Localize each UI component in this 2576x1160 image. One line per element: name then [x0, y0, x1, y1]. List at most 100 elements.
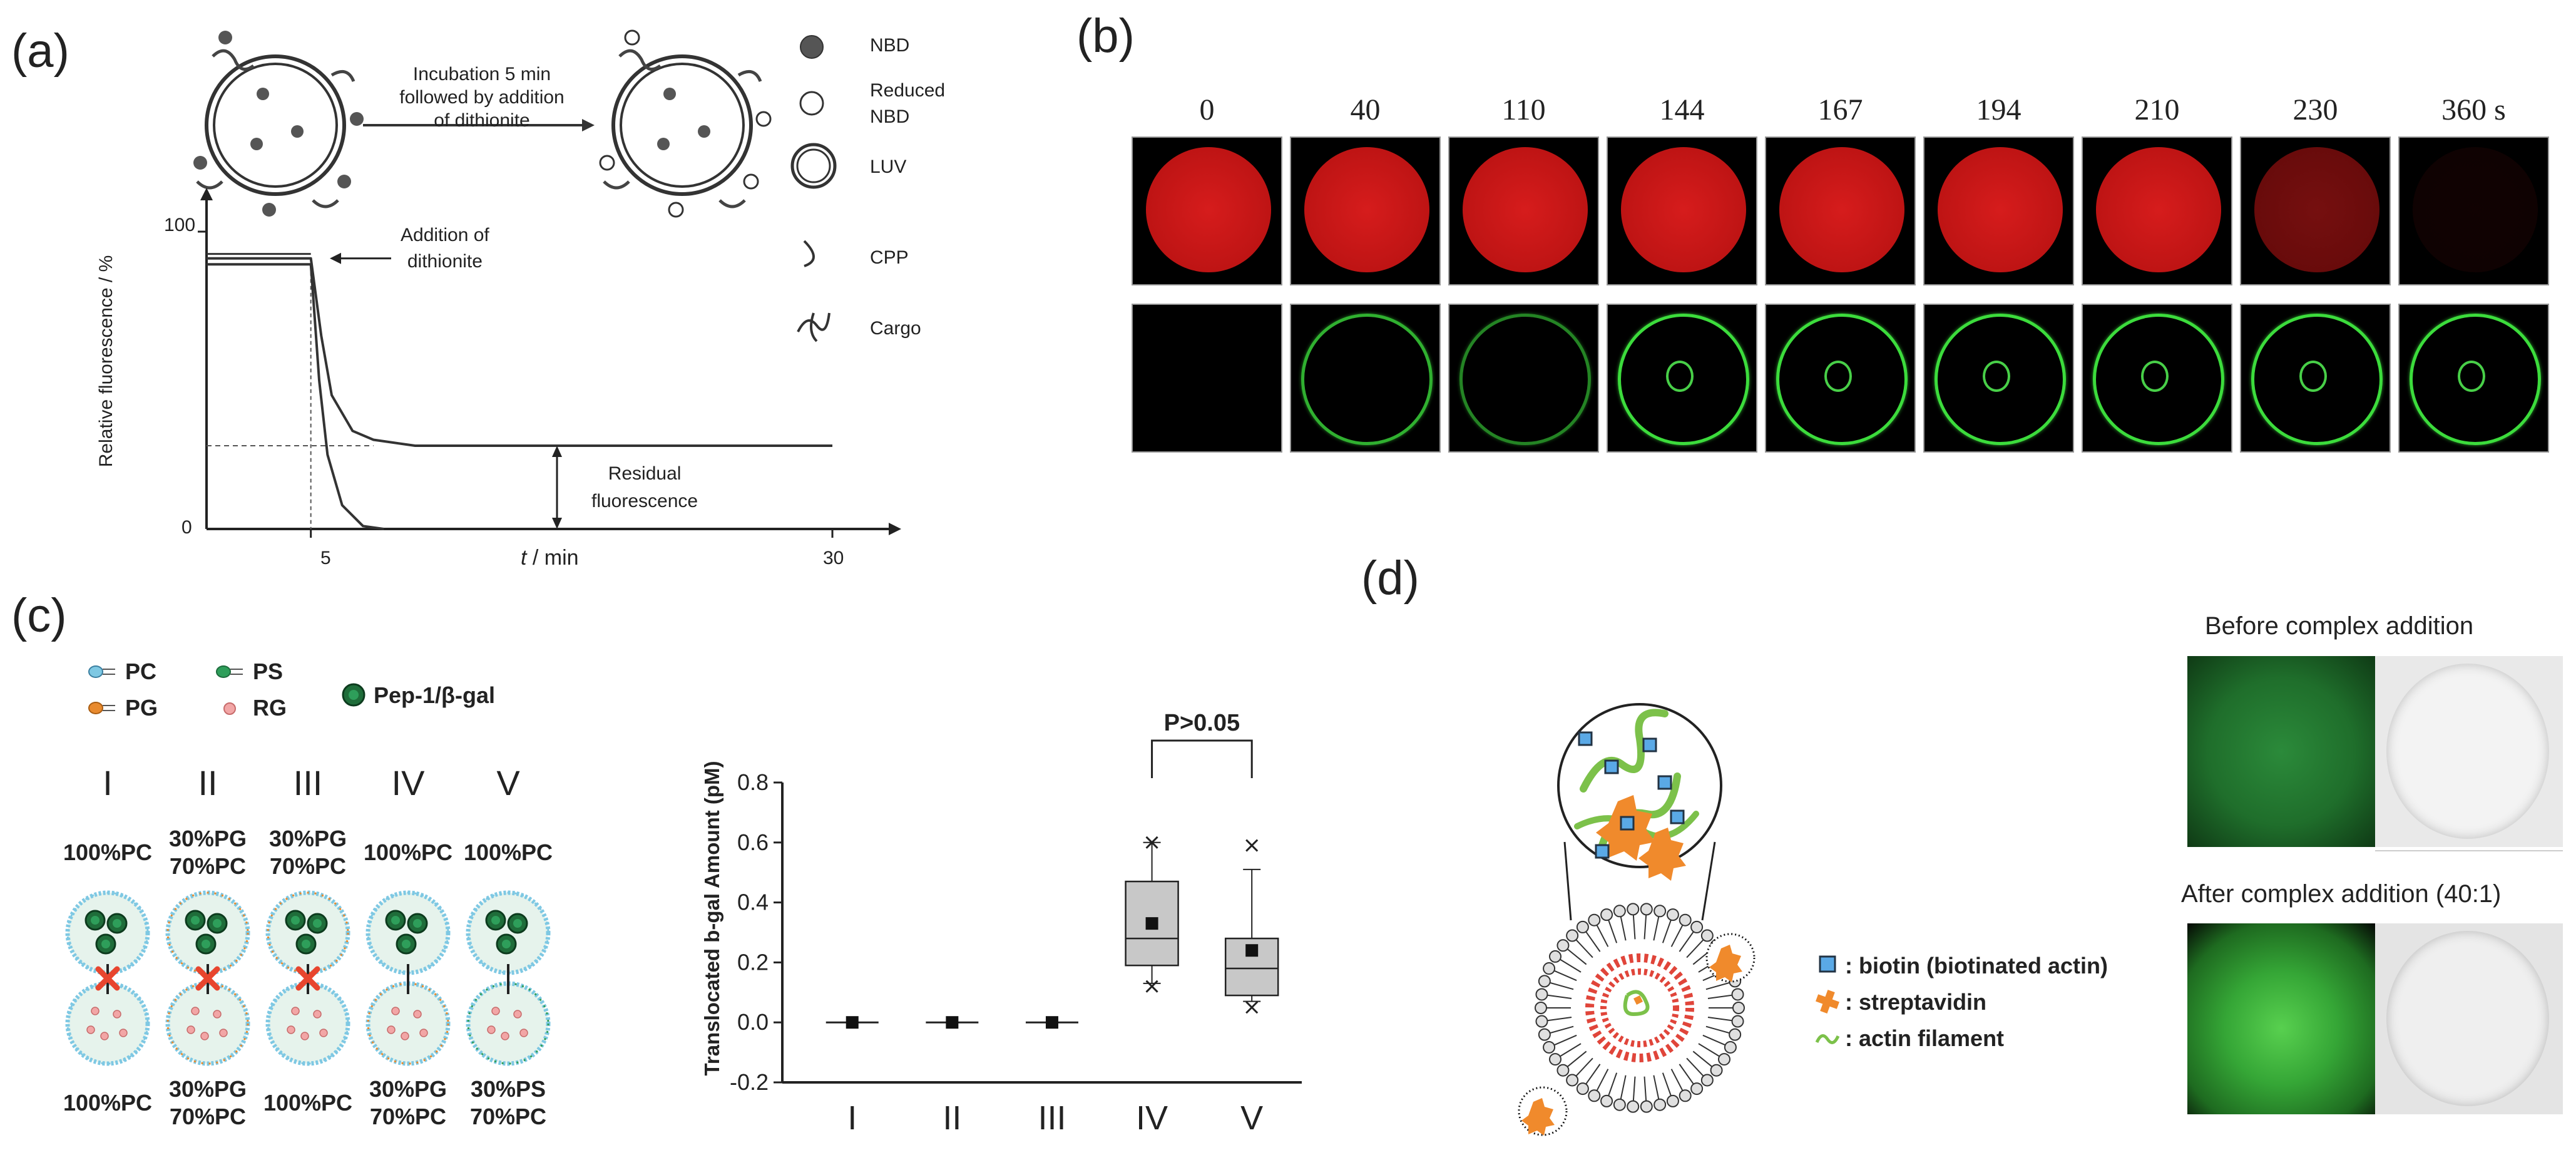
- green-channel-frame: [1765, 304, 1916, 453]
- legend-pep-label: Pep-1/β-gal: [374, 682, 496, 708]
- composition-line: 30%PG: [168, 826, 247, 851]
- y-tick-label: 0.6: [737, 829, 769, 855]
- before-complex-title: Before complex addition: [2205, 612, 2474, 640]
- green-inclusion: [1824, 361, 1852, 392]
- lipid-head: [1556, 1064, 1570, 1077]
- residual-note-line: fluorescence: [591, 491, 698, 511]
- rg-dot-icon: [491, 1007, 500, 1015]
- composition-line: 30%PG: [268, 826, 347, 851]
- green-vesicle-ring: [2092, 314, 2224, 445]
- rg-dot-icon: [219, 1029, 228, 1037]
- lipid-mix: [66, 891, 149, 974]
- biotin-legend-text: biotin (biotinated actin): [1859, 953, 2108, 978]
- composition-line: 30%PG: [369, 1076, 447, 1102]
- lipid-mix: [467, 891, 549, 974]
- streptavidin-legend-label: : streptavidin: [1845, 989, 1986, 1015]
- residual-arrow-icon: [552, 446, 562, 457]
- composition-line: 70%PC: [269, 853, 347, 879]
- panel-label-d: (d): [1361, 552, 1419, 605]
- green-vesicle-ring: [1934, 314, 2066, 445]
- rg-dot-icon: [300, 1032, 309, 1040]
- lipid-head: [1543, 1040, 1556, 1054]
- after-complex-title: After complex addition (40:1): [2181, 880, 2502, 908]
- mean-marker: [846, 1016, 859, 1029]
- incubation-caption-line: Incubation 5 min: [412, 64, 551, 85]
- lipid-head: [1549, 1053, 1562, 1066]
- rg-dot-icon: [113, 1010, 121, 1019]
- composition-line: 70%PC: [469, 1104, 547, 1129]
- composition-line: 70%PC: [369, 1104, 447, 1129]
- green-vesicle-ring: [1301, 314, 1433, 445]
- red-vesicle: [1779, 147, 1904, 272]
- green-inclusion: [1982, 361, 2010, 392]
- lipid-head: [1666, 908, 1679, 921]
- pep-core: [502, 940, 511, 948]
- addition-note-line: Addition of: [401, 225, 489, 245]
- lipid-head: [1543, 962, 1556, 975]
- pep-core: [191, 916, 200, 925]
- lipid-head: [1613, 1098, 1626, 1111]
- lipid-mix: [166, 891, 249, 974]
- legend-cpp-label: CPP: [870, 247, 909, 268]
- x-axis-arrow-icon: [889, 523, 901, 535]
- pep-core: [113, 919, 121, 928]
- lipid-head: [1700, 1074, 1714, 1087]
- composition-line: 70%PC: [169, 853, 247, 879]
- chart-a-xtick-5: 5: [320, 548, 331, 568]
- lipid-head: [1640, 1100, 1653, 1113]
- lipid-head: [1600, 1094, 1613, 1107]
- rg-dot-icon: [387, 1025, 396, 1034]
- chart-a-ytick-0: 0: [181, 517, 192, 538]
- addition-arrow-icon: [330, 252, 341, 264]
- green-inclusion: [2299, 361, 2327, 392]
- y-axis-arrow-icon: [200, 188, 213, 200]
- column-numeral: I: [103, 763, 113, 803]
- green-channel-frame: [1607, 304, 1757, 453]
- y-tick-label: 0.4: [737, 890, 769, 915]
- streptavidin-legend-text: streptavidin: [1859, 989, 1987, 1015]
- pep-core: [91, 916, 100, 925]
- actin-legend-label: : actin filament: [1845, 1025, 2004, 1052]
- red-vesicle: [2095, 147, 2221, 272]
- rg-dot-icon: [200, 1032, 209, 1040]
- legend-prefix: :: [1845, 1025, 1859, 1051]
- addition-note-line: dithionite: [407, 251, 483, 272]
- before-fluorescence-image: [2187, 656, 2375, 847]
- legend-pg-label: PG: [125, 695, 158, 721]
- mean-marker: [1245, 944, 1259, 957]
- legend-nbd-label: NBD: [870, 35, 910, 56]
- liposome-schematic: [1518, 703, 1756, 1136]
- fusion-vesicle-pair: [65, 890, 150, 1066]
- lipid-head: [1717, 1053, 1730, 1066]
- pep-core: [391, 916, 400, 925]
- pep-core: [513, 919, 522, 928]
- green-channel-frame: [2082, 304, 2232, 453]
- green-vesicle-ring: [1459, 314, 1591, 445]
- blocked-x-icon: [95, 966, 120, 991]
- green-channel-frame: [1448, 304, 1599, 453]
- pep-core: [291, 916, 300, 925]
- red-channel-frame: [2082, 136, 2232, 285]
- outlier-marker: [1245, 839, 1259, 852]
- rg-dot-icon: [401, 1032, 409, 1040]
- composition-line: 70%PC: [169, 1104, 247, 1129]
- residual-arrow-icon: [552, 518, 562, 529]
- red-channel-frame: [1607, 136, 1757, 285]
- pep-core: [213, 919, 222, 928]
- legend-reduced-line: Reduced: [870, 80, 946, 101]
- red-vesicle: [2254, 147, 2379, 272]
- green-channel-frame: [2398, 304, 2549, 453]
- x-tick-label: II: [943, 1099, 961, 1137]
- x-tick-label: V: [1240, 1099, 1263, 1137]
- significance-label: P>0.05: [1164, 710, 1240, 736]
- red-channel-frame: [1132, 136, 1282, 285]
- legend-reduced-nbd-icon: [799, 91, 824, 116]
- pep-core: [413, 919, 422, 928]
- series-line-2: [207, 263, 384, 530]
- y-tick-label: 0.8: [737, 769, 769, 795]
- time-label: 167: [1817, 93, 1863, 126]
- biotin-legend-icon: [1819, 955, 1836, 973]
- composition-line: 30%PS: [470, 1076, 546, 1102]
- rg-dot-icon: [313, 1010, 322, 1019]
